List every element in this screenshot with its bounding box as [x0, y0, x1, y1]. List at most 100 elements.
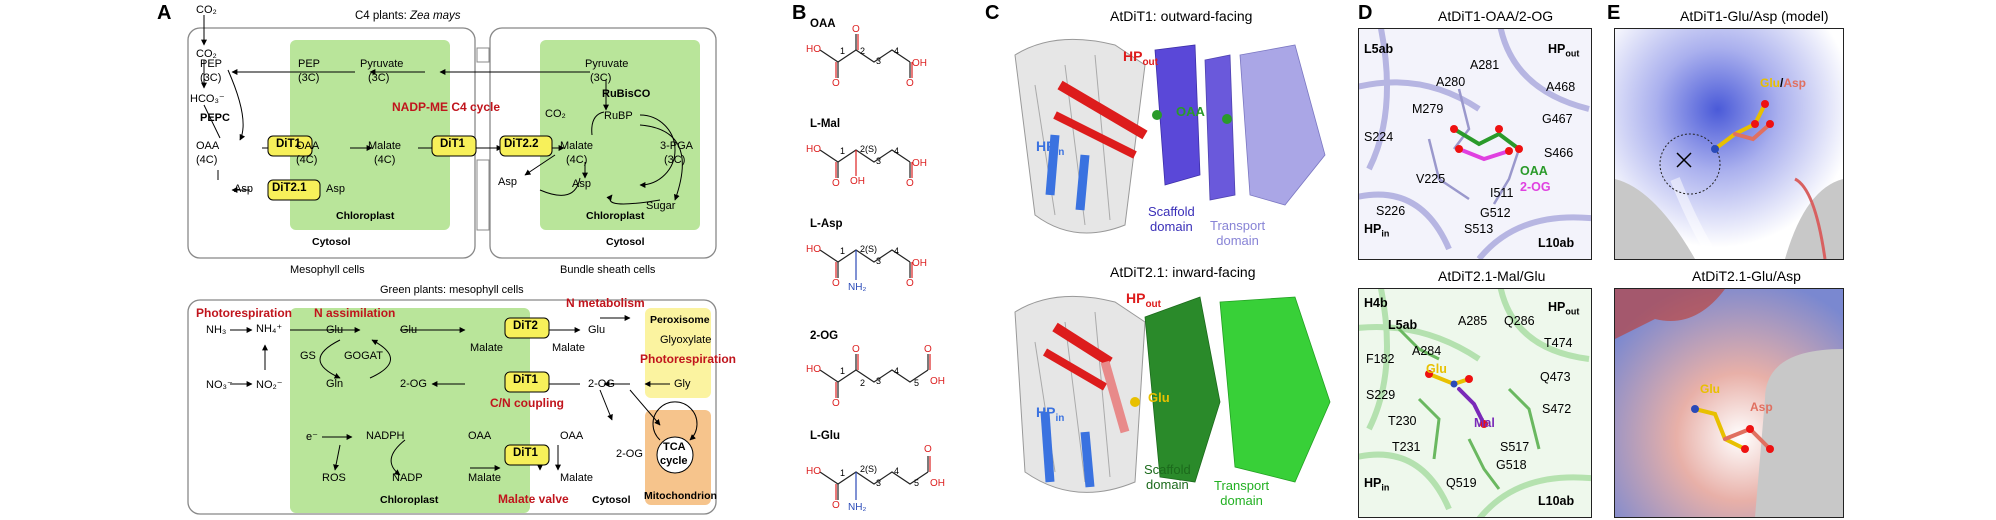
- d-bot-t474: T474: [1544, 336, 1573, 350]
- gly: Gly: [674, 378, 691, 390]
- d-bottom-view: [1358, 288, 1592, 518]
- panel-a-letter: A: [157, 2, 172, 24]
- d-top-g467: G467: [1542, 112, 1573, 126]
- pga-3c: (3C): [664, 154, 686, 166]
- malate-b1: Malate: [470, 342, 504, 354]
- gln: Gln: [326, 378, 344, 390]
- asp-n3: 3: [876, 256, 882, 266]
- d-top-a281: A281: [1470, 58, 1500, 72]
- compound-lasp: L-Asp: [810, 218, 843, 230]
- pepc: PEPC: [200, 112, 230, 124]
- green-plant-cell-box: [187, 299, 717, 515]
- asp-oh: OH: [912, 258, 927, 269]
- d-top-s513: S513: [1464, 222, 1494, 236]
- glu-1: Glu: [326, 324, 344, 336]
- d-top-view: [1358, 28, 1592, 260]
- hco3: HCO₃⁻: [190, 93, 225, 105]
- d-bot-a285: A285: [1458, 314, 1488, 328]
- og-n1: 1: [840, 366, 846, 376]
- oaa-n1: 1: [840, 46, 846, 56]
- compound-lglu: L-Glu: [810, 430, 841, 442]
- dit1-box-a1: [267, 135, 313, 157]
- c4-title: C4 plants: Zea mays: [355, 10, 461, 22]
- d-bot-t231: T231: [1392, 440, 1421, 454]
- glu-o2: O: [924, 444, 932, 455]
- d-top-hpin: HPin: [1364, 222, 1390, 239]
- asp-s2: 2(S): [860, 244, 878, 254]
- og-3: 2-OG: [616, 448, 643, 460]
- d-bot-t230: T230: [1388, 414, 1417, 428]
- tca-1: TCA: [663, 441, 686, 453]
- og-1: 2-OG: [400, 378, 427, 390]
- panel-e-letter: E: [1607, 2, 1621, 24]
- d-bot-q473: Q473: [1540, 370, 1571, 384]
- glu-n4: 4: [894, 466, 900, 476]
- e-top-legend: Glu/Asp: [1760, 76, 1807, 90]
- glyoxylate: Glyoxylate: [660, 334, 712, 346]
- oaa-chl: OAA: [296, 140, 320, 152]
- asp-o2: O: [906, 278, 914, 289]
- co2-2: CO₂: [196, 48, 217, 60]
- cn-coupling: C/N coupling: [490, 396, 564, 410]
- rubisco: RuBisCO: [602, 88, 651, 100]
- glu-n1: 1: [840, 468, 846, 478]
- cytosol-label-2: Cytosol: [606, 236, 645, 248]
- pep-outer: PEP: [200, 58, 223, 70]
- d-top-title: AtDiT1-OAA/2-OG: [1438, 8, 1554, 24]
- panel-b-letter: B: [792, 2, 807, 24]
- compound-lmal: L-Mal: [810, 118, 841, 130]
- og-oh: OH: [930, 376, 945, 387]
- c-top-structure: [1014, 38, 1326, 234]
- mal-oh2: OH: [912, 158, 927, 169]
- bundle-caption: Bundle sheath cells: [560, 264, 656, 276]
- og-o2: O: [852, 344, 860, 355]
- oaa-n4: 4: [894, 46, 900, 56]
- pga: 3-PGA: [660, 140, 694, 152]
- panel-a-diagram: [187, 15, 717, 515]
- nadp: NADP: [392, 472, 423, 484]
- mal-s2: 2(S): [860, 144, 878, 154]
- bundle-chloroplast-box: [540, 40, 700, 230]
- c-bottom-ligand: Glu: [1148, 390, 1170, 405]
- glu-oh: OH: [930, 478, 945, 489]
- d-top-a468: A468: [1546, 80, 1576, 94]
- mal-o2: O: [906, 178, 914, 189]
- pyruvate-chl-3c: (3C): [368, 72, 390, 84]
- dit1-b2-label: DiT1: [513, 447, 538, 459]
- ros: ROS: [322, 472, 346, 484]
- e-top-surface: [1614, 28, 1844, 260]
- asp-n1: 1: [840, 246, 846, 256]
- glu-s2: 2(S): [860, 464, 878, 474]
- d-top-i511: I511: [1490, 186, 1514, 200]
- nadph: NADPH: [366, 430, 405, 442]
- c-top-hpout: HPout: [1123, 48, 1158, 68]
- oaa-b2: OAA: [560, 430, 584, 442]
- asp-chl: Asp: [326, 183, 345, 195]
- d-top-s226: S226: [1376, 204, 1406, 218]
- og-o3: O: [924, 344, 932, 355]
- d-bot-glu: Glu: [1426, 362, 1447, 376]
- d-top-s466: S466: [1544, 146, 1574, 160]
- d-bot-q519: Q519: [1446, 476, 1477, 490]
- asp-o1: O: [832, 278, 840, 289]
- c-top-hpin: HPin: [1036, 138, 1065, 158]
- malate-bs: Malate: [560, 140, 594, 152]
- no3: NO₃⁻: [206, 379, 233, 391]
- pyruvate-chl: Pyruvate: [360, 58, 404, 70]
- og-2: 2-OG: [588, 378, 615, 390]
- mal-oh: OH: [850, 176, 865, 187]
- photoresp-right: Photorespiration: [640, 352, 737, 366]
- rubp: RuBP: [604, 110, 633, 122]
- c-bottom-hpout: HPout: [1126, 290, 1161, 310]
- sugar: Sugar: [646, 200, 676, 212]
- oaa-n2: 2: [860, 46, 866, 56]
- og-n5: 5: [914, 378, 920, 388]
- d-top-og: 2-OG: [1520, 180, 1551, 194]
- e-bottom-title: AtDiT2.1-Glu/Asp: [1692, 268, 1801, 284]
- d-bot-s517: S517: [1500, 440, 1530, 454]
- asp-outer: Asp: [234, 183, 253, 195]
- mal-n1: 1: [840, 146, 846, 156]
- oaa-oh: OH: [912, 58, 927, 69]
